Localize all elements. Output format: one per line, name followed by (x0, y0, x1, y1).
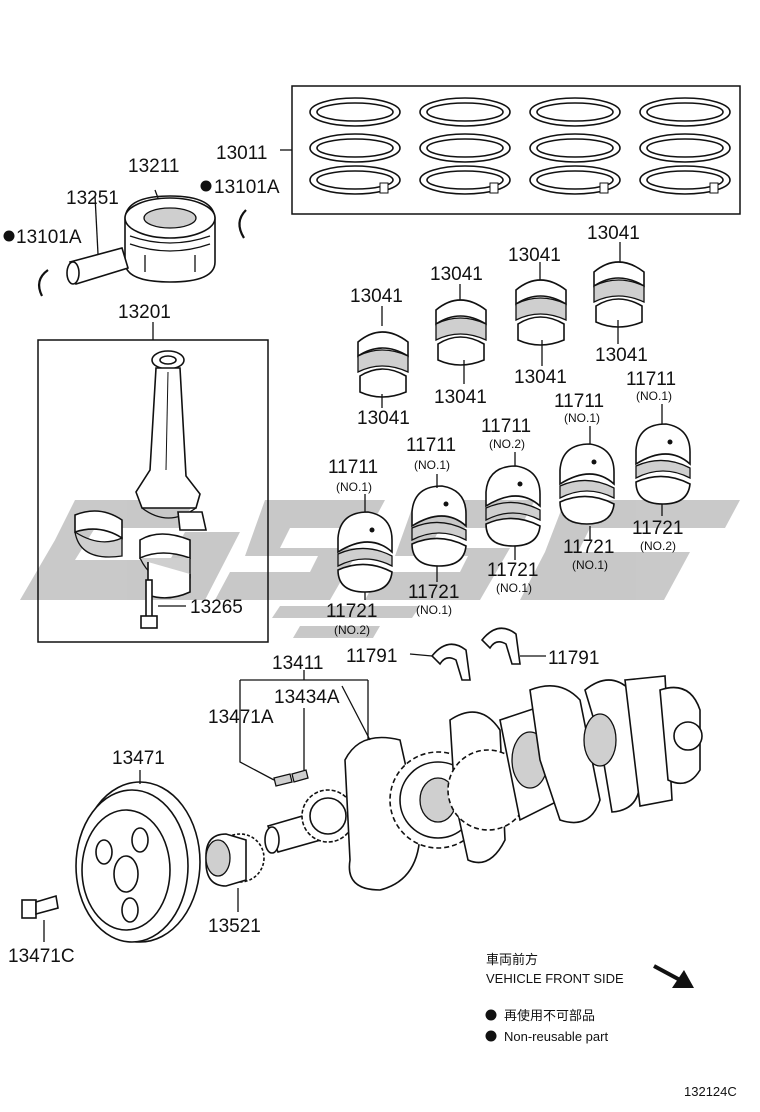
label-no2: (NO.2) (640, 539, 676, 553)
label-piston-pin: 13251 (66, 188, 119, 209)
label-rod-bearing: 13041 (350, 286, 403, 307)
label-main-bearing-upper: 11711 (554, 391, 604, 412)
label-main-bearing-upper: 11711 (406, 435, 456, 456)
label-main-bearing-upper: 11711 (481, 416, 531, 437)
label-no1: (NO.1) (416, 603, 452, 617)
crankshaft (264, 675, 703, 891)
label-connecting-rod: 13201 (118, 302, 171, 323)
crank-keys (239, 670, 369, 787)
label-main-bearing-upper: 11711 (626, 369, 676, 390)
label-piston-ring-set: 13011 (216, 143, 267, 164)
rod-bolt (140, 579, 186, 629)
main-bearings (337, 404, 691, 600)
arrow-down-right-icon (653, 964, 694, 988)
piston-ring-set (280, 85, 741, 215)
label-no1: (NO.1) (414, 458, 450, 472)
crank-timing-sprocket (205, 833, 265, 912)
figure-id: 132124C (684, 1084, 737, 1099)
label-crank-sprocket: 13521 (208, 916, 261, 937)
label-no1: (NO.1) (572, 558, 608, 572)
ring-stack-1 (309, 97, 401, 195)
label-main-bearing-lower: 11721 (408, 582, 459, 603)
label-crank-pulley: 13471 (112, 748, 165, 769)
rod-bearing-shells (74, 510, 191, 599)
label-crank-key: 13434A (274, 687, 340, 708)
part-labels: 13011 13211 13101A 13251 13101A 13201 13… (3, 143, 683, 967)
pulley-bolt (21, 894, 59, 942)
label-rod-bearing: 13041 (595, 345, 648, 366)
label-pin-clip-right: 13101A (214, 177, 280, 198)
label-rod-bearing: 13041 (430, 264, 483, 285)
filled-circle-icon (485, 1030, 497, 1042)
label-rod-bearing: 13041 (357, 408, 410, 429)
label-main-bearing-lower: 11721 (326, 601, 377, 622)
piston-pin (66, 195, 129, 286)
label-rod-bolt: 13265 (190, 597, 243, 618)
label-rod-bearing: 13041 (508, 245, 561, 266)
legend-nonreusable-en: Non-reusable part (504, 1029, 608, 1044)
label-main-bearing-upper: 11711 (328, 457, 378, 478)
legend-nonreusable-jp: 再使用不可部品 (504, 1008, 595, 1023)
piston-pin-clips (37, 209, 247, 297)
nonreusable-mark-icon (3, 230, 15, 242)
label-thrust-washer: 11791 (548, 648, 599, 669)
crank-pulley (75, 770, 201, 943)
label-thrust-washer: 11791 (346, 646, 397, 667)
connecting-rod (135, 350, 207, 531)
legend-direction-en: VEHICLE FRONT SIDE (486, 971, 624, 986)
thrust-washers (409, 627, 546, 681)
label-rod-bearing: 13041 (434, 387, 487, 408)
label-no2: (NO.2) (334, 623, 370, 637)
filled-circle-icon (485, 1009, 497, 1021)
label-crankshaft: 13411 (272, 653, 323, 674)
label-main-bearing-lower: 11721 (563, 537, 614, 558)
label-pulley-bolt: 13471C (8, 946, 75, 967)
label-no2: (NO.2) (489, 437, 525, 451)
legend: 車両前方 VEHICLE FRONT SIDE 再使用不可部品 Non-reus… (485, 952, 694, 1044)
label-rod-bearing: 13041 (587, 223, 640, 244)
legend-direction-jp: 車両前方 (486, 952, 538, 967)
connecting-rod-box (37, 322, 269, 643)
label-no1: (NO.1) (564, 411, 600, 425)
nonreusable-mark-icon (200, 180, 212, 192)
label-pulley-key: 13471A (208, 707, 274, 728)
label-no1: (NO.1) (336, 480, 372, 494)
label-no1: (NO.1) (496, 581, 532, 595)
rod-bearings (357, 242, 645, 408)
label-rod-bearing: 13041 (514, 367, 567, 388)
piston (124, 189, 216, 283)
label-piston: 13211 (128, 156, 179, 177)
label-pin-clip-left: 13101A (16, 227, 82, 248)
label-main-bearing-lower: 11721 (632, 518, 683, 539)
label-no1: (NO.1) (636, 389, 672, 403)
label-main-bearing-lower: 11721 (487, 560, 538, 581)
